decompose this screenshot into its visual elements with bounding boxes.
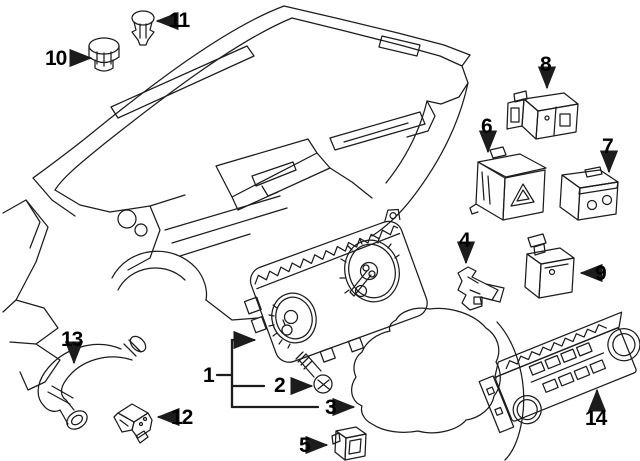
- cluster-lens[interactable]: [351, 307, 501, 434]
- clip-11[interactable]: [131, 10, 155, 46]
- callout-2[interactable]: 2: [274, 374, 286, 397]
- switch-7[interactable]: [559, 166, 619, 221]
- callout-9[interactable]: 9: [595, 262, 607, 285]
- climate-control[interactable]: [475, 310, 640, 435]
- switch-5[interactable]: [331, 426, 367, 461]
- hose[interactable]: [37, 333, 148, 432]
- callout-8[interactable]: 8: [540, 53, 552, 76]
- callout-leaders: [64, 11, 619, 455]
- screw[interactable]: [295, 351, 333, 394]
- sensor-12[interactable]: [113, 403, 153, 444]
- instrument-panel-art: [2, 5, 525, 461]
- callout-1[interactable]: 1: [203, 364, 215, 387]
- instrument-cluster[interactable]: [232, 207, 439, 381]
- callout-6[interactable]: 6: [481, 115, 493, 138]
- callout-5[interactable]: 5: [299, 434, 311, 457]
- callout-10[interactable]: 10: [45, 47, 67, 70]
- switch-8[interactable]: [506, 90, 579, 140]
- clip-10[interactable]: [88, 37, 120, 72]
- callout-11[interactable]: 11: [169, 9, 190, 32]
- callout-12[interactable]: 12: [171, 406, 193, 429]
- hazard-switch[interactable]: [469, 146, 547, 221]
- callout-13[interactable]: 13: [61, 328, 83, 351]
- callout-3[interactable]: 3: [325, 396, 337, 419]
- bracket[interactable]: [457, 266, 505, 311]
- callout-14[interactable]: 14: [585, 407, 607, 430]
- callout-4[interactable]: 4: [459, 229, 471, 252]
- switch-9[interactable]: [524, 233, 575, 299]
- callout-7[interactable]: 7: [602, 135, 614, 158]
